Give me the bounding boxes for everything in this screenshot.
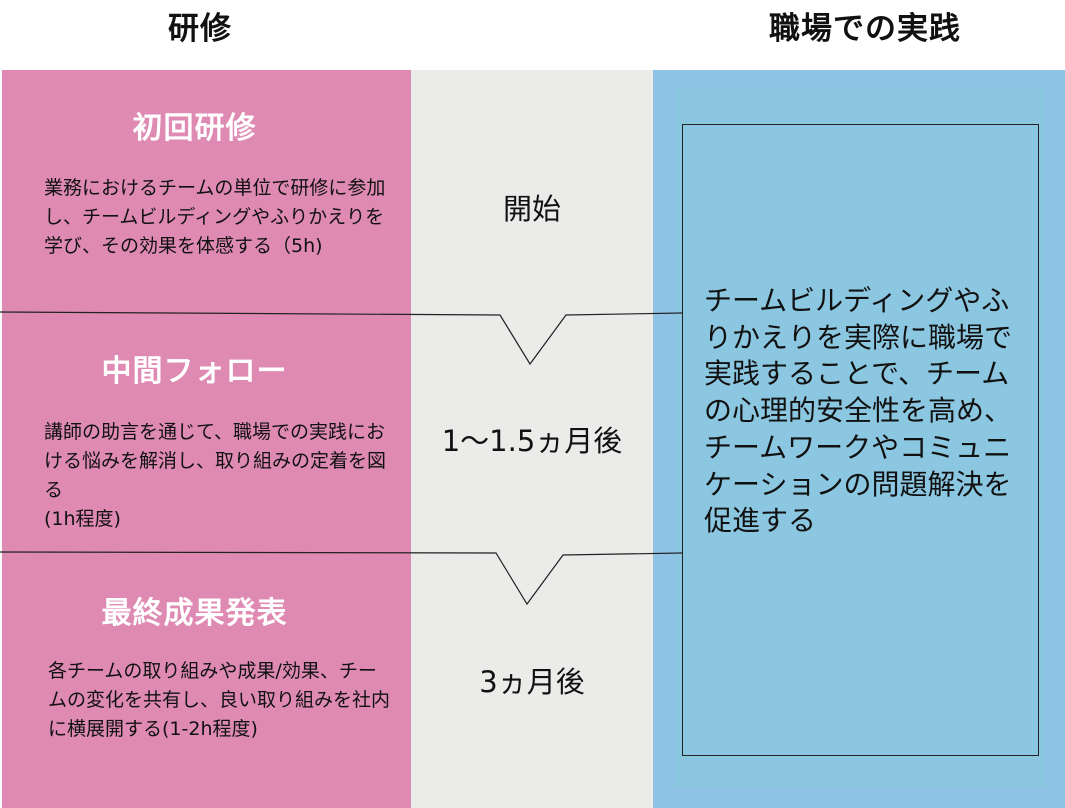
stage-title-final-presentation: 最終成果発表: [101, 596, 288, 631]
training-column: [2, 70, 411, 808]
timing-label-final: 3ヵ月後: [479, 665, 585, 699]
practice-box: [682, 124, 1039, 756]
stage-description-midterm-follow: 講師の助言を通じて、職場での実践における悩みを解消し、取り組みの定着を図る (1…: [44, 421, 387, 530]
practice-column-header: 職場での実践: [769, 10, 961, 47]
stage-title-midterm-follow: 中間フォロー: [101, 354, 288, 389]
practice-panel: [674, 87, 1046, 787]
stage-title-initial-training: 初回研修: [132, 111, 257, 146]
training-column-header: 研修: [168, 10, 232, 47]
timing-label-start: 開始: [502, 192, 561, 226]
timing-label-midterm: 1〜1.5ヵ月後: [441, 424, 623, 458]
stage-description-initial-training: 業務におけるチームの単位で研修に参加し、チームビルディングやふりかえりを学び、そ…: [44, 177, 386, 257]
stage-description-final-presentation: 各チームの取り組みや成果/効果、チームの変化を共有し、良い取り組みを社内に横展開…: [48, 660, 391, 740]
practice-description: チームビルディングやふりかえりを実際に職場で実践することで、チームの心理的安全性…: [704, 284, 1013, 538]
timing-column: [411, 70, 653, 808]
